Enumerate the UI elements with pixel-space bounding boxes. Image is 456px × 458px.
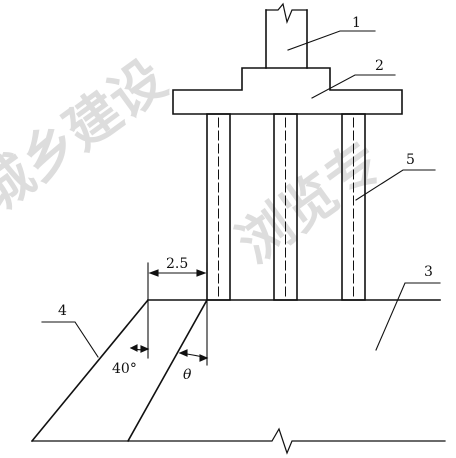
leader-3: [375, 282, 441, 351]
leader-5: [355, 169, 436, 201]
dimension-2-5: [147, 262, 208, 301]
callout-5: 5: [406, 152, 415, 168]
leader-1: [287, 30, 376, 51]
callout-4: 4: [58, 303, 67, 319]
angle-theta: [178, 299, 209, 366]
watermark: 城乡建设 浏览专: [0, 48, 394, 276]
watermark-text-2: 浏览专: [226, 129, 394, 275]
slope-lines: [30, 298, 209, 443]
angle-theta-label: θ: [183, 367, 192, 383]
callout-3: 3: [424, 264, 433, 280]
leader-2: [311, 74, 396, 99]
callout-1: 1: [352, 15, 361, 31]
watermark-text-1: 城乡建设: [0, 48, 177, 226]
pile-cap: [172, 67, 403, 115]
angle-40: [129, 299, 150, 359]
callout-2: 2: [375, 58, 384, 74]
pile-left: [206, 113, 231, 301]
dimension-label: 2.5: [166, 256, 188, 272]
leader-lines: [41, 30, 441, 358]
bottom-break-line: [31, 427, 446, 455]
pile-centerlines: [218, 117, 354, 297]
leader-4: [41, 321, 99, 358]
column: [265, 2, 308, 69]
angle-40-label: 40°: [112, 361, 137, 377]
